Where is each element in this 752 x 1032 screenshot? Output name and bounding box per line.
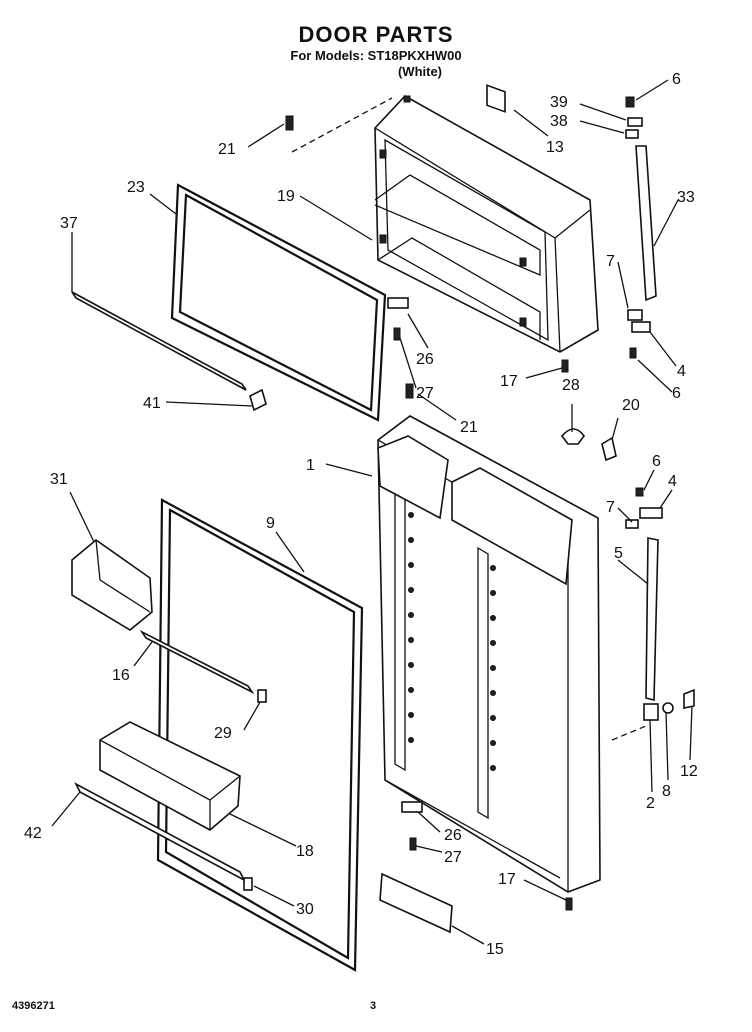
freezer-gasket-23 [170,183,387,422]
callout-label: 7 [606,499,615,516]
callout-label: 17 [498,871,516,888]
callout-label: 17 [500,373,518,390]
dairy-rail-16 [139,629,255,695]
callout-label: 6 [672,385,681,402]
freezer-retainer-37 [71,291,247,391]
lower-hinge-assembly [625,487,695,721]
diagram-title: DOOR PARTS [298,22,454,47]
freezer-door-19 [374,94,599,353]
door-bin-18 [99,721,241,831]
plug-13 [486,84,506,113]
leader-lines [51,79,693,945]
callout-label: 37 [60,215,78,232]
callout-label: 9 [266,515,275,532]
assembly-line [291,97,393,153]
screw-21-lower [405,383,414,399]
screw-17-lower [565,897,573,911]
door-shelf-studs [408,512,496,771]
dairy-door-31 [71,538,153,631]
callout-label: 30 [296,901,314,918]
callout-label: 26 [444,827,462,844]
screw-27-lower [409,837,417,851]
callout-label: 39 [550,94,568,111]
callout-label: 26 [416,351,434,368]
fresh-food-gasket-9 [156,498,364,972]
screw-17-upper [561,359,569,373]
callout-label: 7 [606,253,615,270]
callout-label: 19 [277,188,295,205]
callout-label: 28 [562,377,580,394]
callout-labels: 6 39 38 13 21 23 19 33 37 7 26 4 6 27 17… [24,71,698,958]
callout-label: 41 [143,395,161,412]
callout-label: 33 [677,189,695,206]
bracket-26-lower [401,801,423,813]
callout-label: 27 [416,385,434,402]
rail-cap-29 [257,689,267,703]
callout-label: 13 [546,139,564,156]
callout-label: 2 [646,795,655,812]
callout-label: 5 [614,545,623,562]
callout-label: 29 [214,725,232,742]
callout-label: 31 [50,471,68,488]
page-number: 3 [370,1000,377,1012]
callout-label: 23 [127,179,145,196]
color-line: (White) [397,64,443,79]
callout-label: 27 [444,849,462,866]
model-line: For Models: ST18PKXHW00 [290,48,462,63]
callout-label: 20 [622,397,640,414]
callout-label: 21 [460,419,478,436]
callout-label: 6 [672,71,681,88]
screw-27-upper [393,327,401,341]
upper-hinge-assembly [625,96,657,359]
callout-label: 8 [662,783,671,800]
callout-label: 4 [677,363,686,380]
callout-label: 12 [680,763,698,780]
screw-21-upper [285,115,294,131]
callout-label: 16 [112,667,130,684]
toe-trim-15 [379,872,453,934]
retainer-clip-41 [249,388,267,412]
bracket-26-upper [387,297,409,309]
callout-label: 6 [652,453,661,470]
callout-label: 1 [306,457,315,474]
callout-label: 4 [668,473,677,490]
document-number: 4396271 [12,1000,55,1012]
callout-label: 42 [24,825,42,842]
callout-label: 15 [486,941,504,958]
fresh-food-door-1 [377,415,601,893]
cap-20 [601,436,617,462]
callout-label: 21 [218,141,236,158]
callout-label: 38 [550,113,568,130]
rail-cap-30 [243,877,253,891]
plug-28 [560,428,585,445]
callout-label: 18 [296,843,314,860]
